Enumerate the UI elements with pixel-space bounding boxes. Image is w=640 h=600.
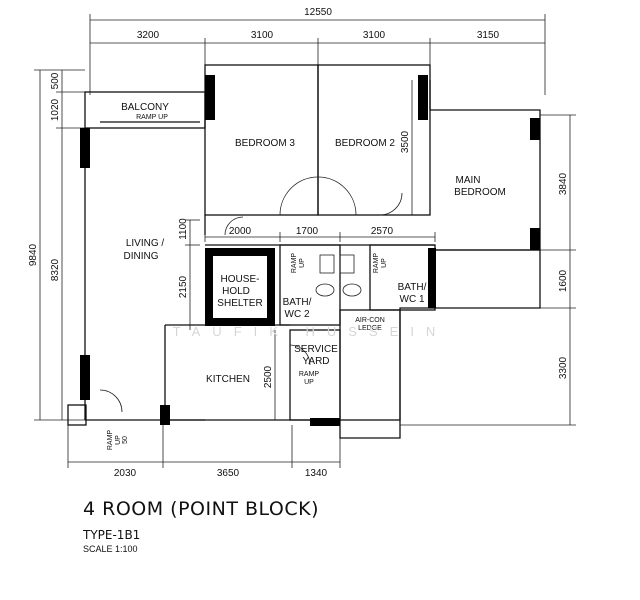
dim-inner-1100: 1100: [178, 218, 189, 240]
dim-top-total: 12550: [304, 7, 332, 18]
dim-top-3: 3100: [363, 30, 386, 41]
structural-columns: [80, 75, 540, 426]
label-main-bedroom-1: MAIN: [456, 175, 481, 186]
label-aircon-2: LEDGE: [358, 325, 382, 332]
dimension-labels: 12550 3200 3100 3100 3150 9840 500 1020 …: [28, 7, 569, 479]
ramp-service-1: RAMP: [299, 371, 320, 378]
dim-left-8320: 8320: [50, 258, 61, 281]
ramp-entry-50: 50: [122, 436, 129, 444]
ramp-entry-2: UP: [115, 435, 122, 445]
dim-bottom-2: 3650: [217, 468, 240, 479]
dim-right-3: 3300: [558, 356, 569, 379]
dim-inner-2150: 2150: [178, 275, 189, 298]
label-shelter-1: HOUSE-: [221, 274, 260, 285]
ramp-service-2: UP: [304, 379, 314, 386]
ramp-bath1-1: RAMP: [373, 253, 380, 274]
dim-top-2: 3100: [251, 30, 274, 41]
dimension-lines: [34, 14, 576, 468]
dim-top-1: 3200: [137, 30, 160, 41]
dim-bottom-1: 2030: [114, 468, 137, 479]
dim-row-2570: 2570: [371, 226, 394, 237]
dim-left-500: 500: [50, 72, 61, 89]
dim-row-2000: 2000: [229, 226, 252, 237]
ramp-bath2-1: RAMP: [291, 253, 298, 274]
label-living-1: LIVING /: [126, 238, 165, 249]
label-bath2-1: BATH/: [283, 297, 312, 308]
ramp-bath1-2: UP: [381, 258, 388, 268]
dim-inner-3500: 3500: [400, 130, 411, 153]
label-aircon-1: AIR-CON: [355, 317, 385, 324]
title-block: 4 ROOM (POINT BLOCK) TYPE-1B1 SCALE 1:10…: [82, 498, 319, 554]
dim-row-1700: 1700: [296, 226, 319, 237]
label-kitchen: KITCHEN: [206, 374, 250, 385]
label-main-bedroom-2: BEDROOM: [454, 187, 506, 198]
watermark: TAUFIK HUSSEIN: [173, 324, 448, 339]
ramp-labels: RAMP UP RAMP UP RAMP UP RAMP UP RAMP UP …: [107, 114, 388, 450]
dim-inner-2500: 2500: [263, 365, 274, 388]
dim-left-1020: 1020: [50, 98, 61, 121]
plan-title: 4 ROOM (POINT BLOCK): [83, 498, 319, 520]
dim-top-4: 3150: [477, 30, 500, 41]
label-balcony: BALCONY: [121, 102, 169, 113]
label-bedroom2: BEDROOM 2: [335, 138, 395, 149]
household-shelter: [205, 248, 275, 326]
door-swings: [99, 176, 403, 413]
dim-right-1: 3840: [558, 172, 569, 195]
ramp-bath2-2: UP: [299, 258, 306, 268]
room-labels: BALCONY BEDROOM 3 BEDROOM 2 MAIN BEDROOM…: [121, 102, 506, 385]
dim-bottom-3: 1340: [305, 468, 328, 479]
bath-fixtures: [315, 254, 362, 297]
label-bath1-1: BATH/: [398, 282, 427, 293]
label-service-1: SERVICE: [294, 344, 338, 355]
plan-scale: SCALE 1:100: [83, 544, 138, 554]
ramp-entry-1: RAMP: [107, 430, 114, 451]
label-bath1-2: WC 1: [400, 294, 425, 305]
label-shelter-3: SHELTER: [217, 298, 262, 309]
label-bedroom3: BEDROOM 3: [235, 138, 295, 149]
label-shelter-2: HOLD: [222, 286, 250, 297]
label-service-2: YARD: [302, 356, 329, 367]
ramp-balcony: RAMP UP: [136, 114, 168, 121]
label-living-2: DINING: [124, 251, 159, 262]
dim-left-total: 9840: [28, 243, 39, 266]
label-bath2-2: WC 2: [285, 309, 310, 320]
dim-right-2: 1600: [558, 269, 569, 292]
plan-type: TYPE-1B1: [82, 528, 140, 542]
